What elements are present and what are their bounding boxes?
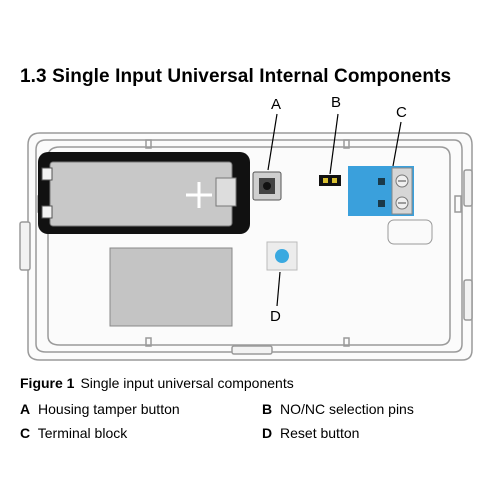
callout-a-line — [267, 113, 278, 171]
battery — [38, 152, 250, 234]
callout-b: B — [331, 94, 342, 111]
pcb-pad — [109, 247, 233, 327]
figure-label: Figure 1 — [20, 375, 75, 391]
legend-text: NO/NC selection pins — [280, 401, 414, 417]
legend-text: Reset button — [280, 425, 360, 441]
legend-item-c: C Terminal block — [20, 425, 127, 441]
nonc-pins — [319, 175, 341, 186]
callout-c-line — [392, 121, 402, 167]
terminal-block — [348, 166, 433, 245]
legend-key: C — [20, 425, 31, 441]
legend-text: Terminal block — [37, 425, 128, 441]
callout-d-line — [276, 271, 281, 307]
legend-text: Housing tamper button — [38, 401, 180, 417]
legend-key: A — [20, 401, 31, 417]
legend-item-d: D Reset button — [262, 425, 359, 441]
legend-key: B — [262, 401, 273, 417]
figure-caption: Figure 1 Single input universal component… — [20, 375, 294, 391]
section-title: 1.3 Single Input Universal Internal Comp… — [20, 66, 452, 87]
figure-caption-text: Single input universal components — [80, 375, 294, 391]
callout-a: A — [271, 96, 282, 113]
tamper-button — [252, 171, 282, 201]
callout-c: C — [396, 104, 407, 121]
components-diagram — [19, 113, 473, 361]
legend-item-a: A Housing tamper button — [20, 401, 180, 417]
plus-icon — [186, 182, 212, 208]
reset-button — [266, 241, 298, 271]
legend-item-b: B NO/NC selection pins — [262, 401, 414, 417]
callout-d: D — [270, 308, 281, 325]
legend-key: D — [262, 425, 273, 441]
callout-b-line — [329, 113, 339, 175]
